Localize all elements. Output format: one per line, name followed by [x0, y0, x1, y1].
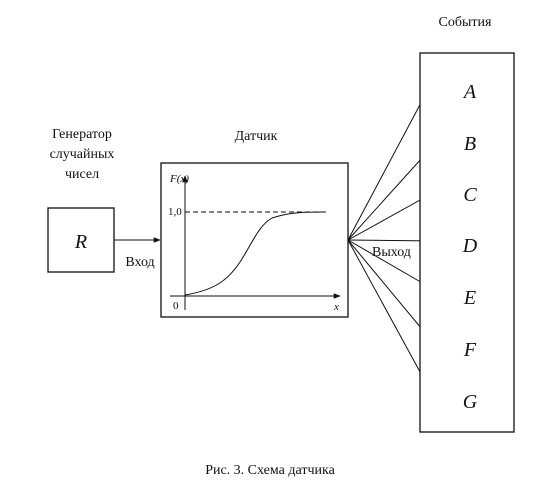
event-label-e: E	[463, 287, 476, 309]
tick-label-zero: 0	[173, 300, 179, 312]
x-axis-label: x	[333, 301, 339, 313]
event-label-f: F	[463, 339, 477, 361]
generator-label-line3: чисел	[65, 167, 99, 182]
output-label: Выход	[372, 245, 411, 260]
event-label-a: A	[462, 81, 477, 103]
sensor-box	[160, 162, 349, 318]
output-arrow-f	[347, 239, 432, 341]
output-arrow-e	[347, 239, 432, 289]
distribution-curve	[184, 211, 327, 296]
event-label-b: B	[464, 133, 476, 155]
events-title: События	[439, 15, 492, 30]
output-arrow-g	[347, 239, 432, 393]
output-arrow-a	[347, 83, 432, 241]
tick-label-top: 1,0	[168, 206, 182, 218]
generator-label-line1: Генератор	[52, 127, 112, 142]
event-label-d: D	[462, 235, 478, 257]
event-label-g: G	[463, 391, 478, 413]
output-arrow-b	[347, 147, 432, 241]
y-axis-label: F(x)	[169, 173, 189, 185]
sensor-title: Датчик	[235, 129, 278, 144]
events-box	[419, 52, 515, 433]
output-arrow-c	[347, 193, 432, 241]
generator-box	[47, 207, 115, 273]
figure-caption: Рис. 3. Схема датчика	[205, 463, 335, 478]
generator-label-line2: случайных	[50, 147, 115, 162]
generator-symbol: R	[74, 231, 87, 253]
input-label: Вход	[125, 255, 154, 270]
event-label-c: C	[463, 184, 477, 206]
